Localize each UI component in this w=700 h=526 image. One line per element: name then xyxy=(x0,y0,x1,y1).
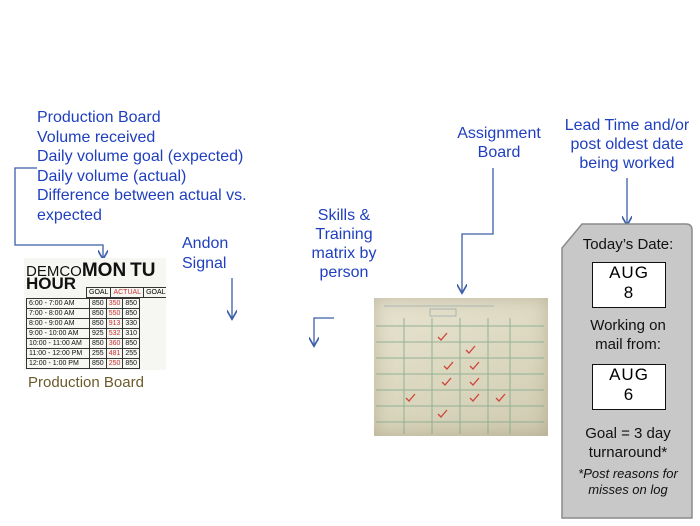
skills-arrow xyxy=(314,317,334,345)
cell-time: 11:00 - 12:00 PM xyxy=(26,348,90,359)
production-board-caption: Production Board xyxy=(28,374,144,391)
production-board-table: GOAL ACTUAL GOAL xyxy=(85,287,166,298)
andon-line-2: Signal xyxy=(182,255,227,272)
assignment-board-grid xyxy=(376,305,544,434)
skills-line-2: Training xyxy=(315,226,373,243)
cell-goal2: 850 xyxy=(122,298,141,309)
cell-time: 8:00 - 9:00 AM xyxy=(26,318,90,329)
label-volume-received: Volume received xyxy=(37,128,156,146)
cell-actual: 532 xyxy=(105,328,124,339)
working-month: AUG xyxy=(609,365,649,384)
today-month: AUG xyxy=(609,263,649,282)
working-day: 6 xyxy=(623,385,635,404)
cell-goal2: 850 xyxy=(122,338,141,349)
table-header-row: GOAL ACTUAL GOAL xyxy=(85,287,166,298)
header-tu: TU xyxy=(130,260,156,281)
cell-time: 9:00 - 10:00 AM xyxy=(26,328,90,339)
cell-actual: 550 xyxy=(105,308,124,319)
assignment-board-label: Assignment Board xyxy=(444,124,554,162)
assignment-line-2: Board xyxy=(477,144,521,161)
header-hour: HOUR xyxy=(26,274,77,293)
working-on-line-1: Working on xyxy=(590,317,666,334)
cell-time: 6:00 - 7:00 AM xyxy=(26,298,90,309)
header-mon: MON xyxy=(81,260,127,281)
today-date-box: AUG 8 xyxy=(592,262,666,308)
lead-time-line-2: post oldest date xyxy=(570,136,684,153)
cell-actual: 350 xyxy=(105,298,124,309)
cell-actual: 360 xyxy=(105,338,124,349)
lead-time-line-3: being worked xyxy=(579,155,675,172)
header-demco: DEMCO xyxy=(26,263,82,280)
skills-line-4: person xyxy=(319,264,369,281)
cell-goal: 925 xyxy=(89,328,107,339)
cell-goal: 255 xyxy=(89,348,107,359)
assignment-line-1: Assignment xyxy=(457,125,541,142)
skills-line-1: Skills & xyxy=(317,207,371,224)
lead-time-label: Lead Time and/or post oldest date being … xyxy=(554,116,700,173)
note-line-2: misses on log xyxy=(588,482,668,497)
working-date-box: AUG 6 xyxy=(592,364,666,410)
label-daily-actual: Daily volume (actual) xyxy=(37,167,187,185)
assignment-arrow xyxy=(462,168,494,292)
andon-signal-label: Andon Signal xyxy=(182,234,228,274)
cell-actual: 250 xyxy=(105,358,124,369)
cell-time: 7:00 - 8:00 AM xyxy=(26,308,90,319)
label-production-board: Production Board xyxy=(37,109,161,126)
cell-actual: 913 xyxy=(105,318,124,329)
cell-goal2: 255 xyxy=(122,348,141,359)
cell-goal: 850 xyxy=(89,358,107,369)
skills-matrix-label: Skills & Training matrix by person xyxy=(296,206,392,282)
andon-line-1: Andon xyxy=(182,235,229,252)
goal-label: Goal = 3 day turnaround* xyxy=(562,424,694,462)
production-board-arrow xyxy=(14,167,103,258)
cell-goal: 850 xyxy=(89,298,107,309)
cell-goal: 850 xyxy=(89,318,107,329)
date-tag: Today’s Date: AUG 8 Working on mail from… xyxy=(562,224,694,520)
cell-goal2: 850 xyxy=(122,308,141,319)
working-on-line-2: mail from: xyxy=(595,336,661,353)
label-daily-goal: Daily volume goal (expected) xyxy=(37,148,244,165)
production-board-labels: Production Board Volume received Daily v… xyxy=(37,108,247,225)
lead-time-line-1: Lead Time and/or xyxy=(564,117,690,134)
goal-line-2: turnaround* xyxy=(588,444,668,461)
today-day: 8 xyxy=(623,283,635,302)
cell-time: 10:00 - 11:00 AM xyxy=(26,338,90,349)
cell-time: 12:00 - 1:00 PM xyxy=(26,358,90,369)
note-line-1: *Post reasons for xyxy=(578,466,678,481)
cell-goal2: 330 xyxy=(122,318,141,329)
col-goal: GOAL xyxy=(85,287,112,298)
assignment-board-photo xyxy=(374,298,548,436)
post-reasons-note: *Post reasons for misses on log xyxy=(562,466,694,498)
skills-line-3: matrix by xyxy=(311,245,377,262)
cell-goal2: 850 xyxy=(122,358,141,369)
label-difference: Difference between actual vs. xyxy=(37,187,247,204)
cell-actual: 481 xyxy=(105,348,124,359)
working-on-label: Working on mail from: xyxy=(562,316,694,354)
col-actual: ACTUAL xyxy=(110,287,145,298)
cell-goal2: 310 xyxy=(122,328,141,339)
label-expected: expected xyxy=(37,206,102,224)
goal-line-1: Goal = 3 day xyxy=(585,425,671,442)
todays-date-label: Today’s Date: xyxy=(582,236,674,253)
cell-goal: 850 xyxy=(89,308,107,319)
cell-goal: 850 xyxy=(89,338,107,349)
col-goal2: GOAL xyxy=(143,287,166,298)
